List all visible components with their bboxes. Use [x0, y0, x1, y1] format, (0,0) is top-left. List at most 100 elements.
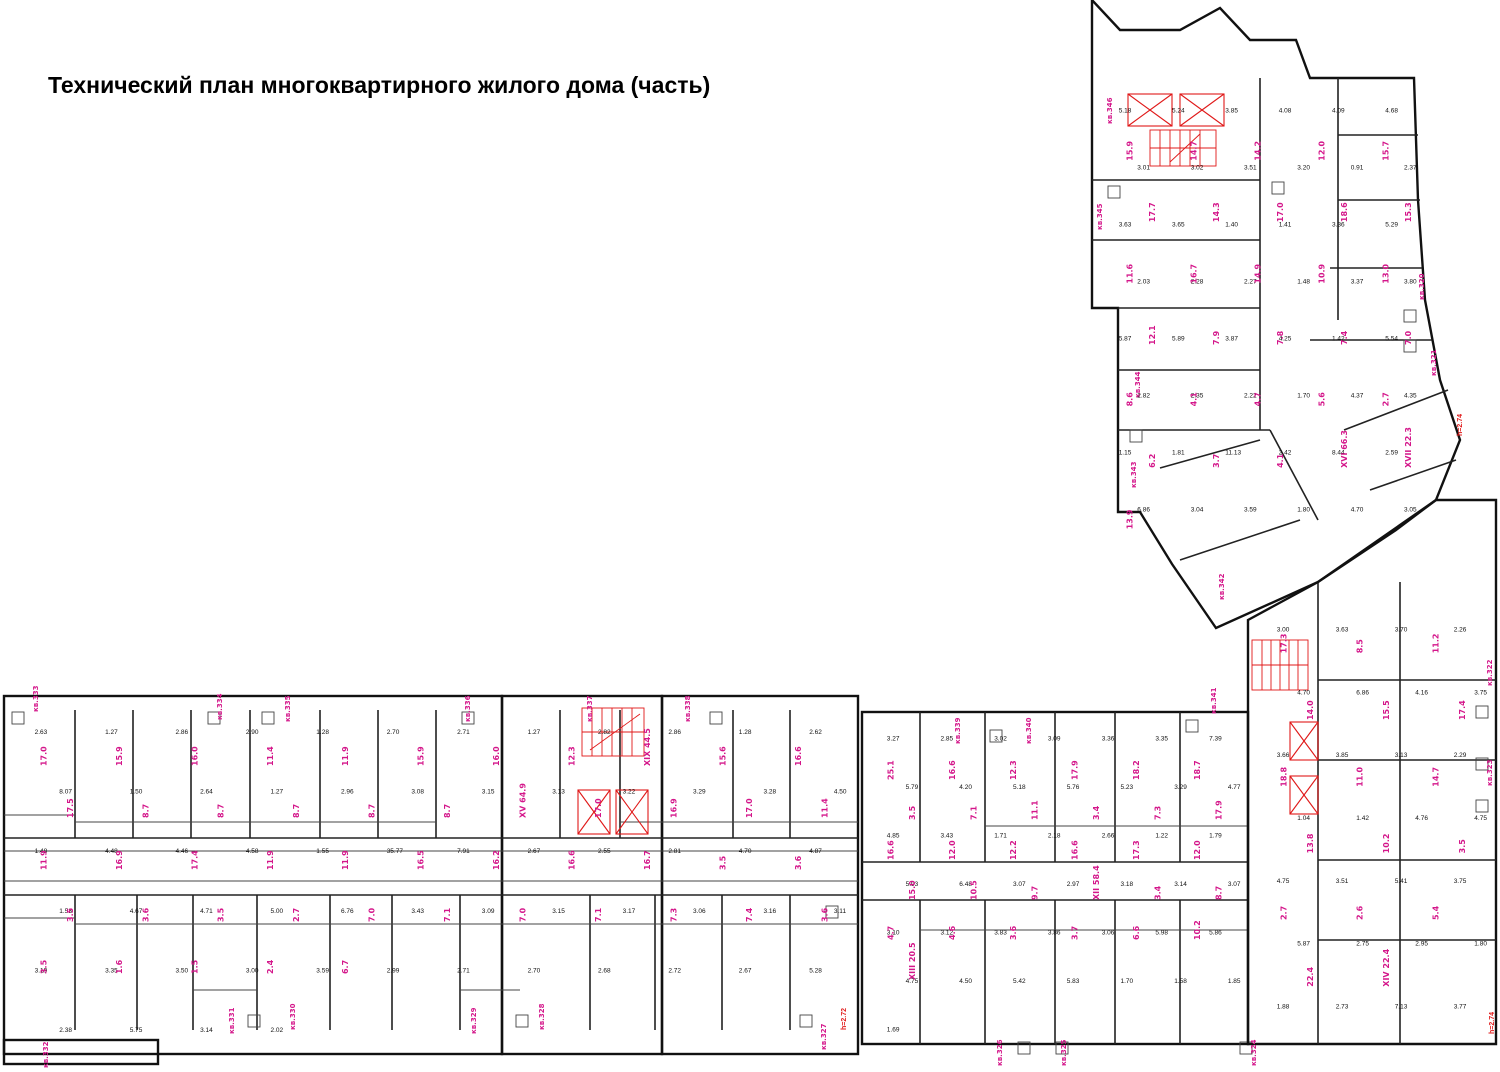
dimension-label: 1.27: [528, 729, 541, 736]
room-area-label: 13.9: [1125, 509, 1134, 529]
room-area-label: 7.3: [1153, 806, 1162, 820]
room-area-label: XII 58.4: [1092, 865, 1101, 900]
room-area-label: 12.0: [948, 840, 957, 860]
room-area-label: 8.5: [1356, 639, 1365, 654]
dimension-label: 3.00: [1277, 626, 1290, 633]
dimension-label: 5.89: [1172, 336, 1185, 343]
left-lift: [577, 789, 649, 835]
dimension-label: 4.70: [739, 848, 752, 855]
dimension-label: 5.76: [1067, 784, 1080, 791]
dimension-label: 2.75: [1356, 941, 1369, 948]
apartment-label: кв.337: [586, 695, 594, 722]
room-area-label: 8.6: [1125, 392, 1134, 407]
dimension-label: 3.59: [1244, 507, 1257, 514]
room-area-label: 16.0: [190, 746, 199, 766]
dimension-label: 2.28: [1191, 279, 1204, 286]
dimension-label: 1.04: [1297, 815, 1310, 822]
dimension-label: 3.28: [764, 789, 777, 796]
room-area-label: 16.6: [948, 760, 957, 780]
apartment-label: кв.336: [464, 695, 472, 722]
dimension-label: 3.20: [1297, 165, 1310, 172]
dimension-label: 7.13: [1395, 1004, 1408, 1011]
room-area-label: 2.6: [1356, 905, 1365, 920]
dimension-label: 1.79: [1209, 832, 1222, 839]
room-area-label: 18.8: [1280, 767, 1289, 787]
room-area-label: 3.4: [1092, 805, 1101, 820]
apartment-label: кв.342: [1218, 573, 1226, 600]
apartment-label: кв.335: [284, 695, 292, 722]
room-area-label: XIX 44.5: [643, 728, 652, 766]
room-area-label: 3.5: [908, 805, 917, 820]
room-area-label: 5.6: [1317, 392, 1326, 407]
dimension-label: 3.59: [316, 968, 329, 975]
room-area-label: 11.9: [341, 746, 350, 766]
dimension-label: 3.15: [482, 789, 495, 796]
dimension-label: 3.06: [693, 908, 706, 915]
dimension-label: 7.39: [1209, 735, 1222, 742]
room-area-label: 3.6: [820, 907, 829, 922]
room-area-label: 17.0: [1276, 202, 1285, 222]
room-area-label: 8.7: [443, 804, 452, 818]
room-area-label: 17.9: [1071, 760, 1080, 780]
dimension-label: 5.54: [1385, 336, 1398, 343]
room-area-label: 17.5: [66, 798, 75, 818]
dimension-label: 3.15: [552, 908, 565, 915]
dimension-label: 2.59: [1385, 450, 1398, 457]
room-area-label: 14.3: [1212, 202, 1221, 222]
dimension-label: 4.20: [959, 784, 972, 791]
room-area-label: 7.1: [443, 907, 452, 922]
dimension-label: 5.18: [1013, 784, 1026, 791]
room-area-label: 25.1: [887, 760, 896, 780]
room-area-label: 2.4: [266, 959, 275, 974]
room-area-label: 14.7: [1189, 141, 1198, 161]
dimension-label: 6.76: [341, 908, 354, 915]
dimension-label: 3.19: [35, 968, 48, 975]
dimension-label: 0.91: [1351, 165, 1364, 172]
room-area-label: 6.2: [1148, 454, 1157, 468]
room-area-label: 7.0: [368, 907, 377, 922]
dimension-label: 3.11: [834, 908, 847, 915]
room-area-label: 17.7: [1148, 202, 1157, 222]
room-area-label: 10.2: [1193, 920, 1202, 940]
dimension-label: 2.86: [176, 729, 189, 736]
dimension-label: 3.06: [1102, 930, 1115, 937]
apartment-label: кв.322: [1486, 659, 1494, 686]
dimension-label: 1.48: [1297, 279, 1310, 286]
room-area-label: 7.9: [1212, 330, 1221, 345]
room-area-label: 16.6: [887, 840, 896, 860]
dimension-label: 5.98: [1155, 930, 1168, 937]
dimension-label: 3.86: [1048, 930, 1061, 937]
room-area-label: 3.5: [39, 959, 48, 974]
dimension-label: 3.13: [1395, 752, 1408, 759]
room-area-label: 17.0: [745, 798, 754, 818]
dimension-label: 5.83: [1067, 978, 1080, 985]
dimension-label: 3.35: [1155, 735, 1168, 742]
dimension-label: 3.29: [1174, 784, 1187, 791]
dimension-label: 1.41: [1279, 222, 1292, 229]
room-area-label: 11.6: [1125, 263, 1134, 283]
room-area-label: 7.1: [594, 907, 603, 922]
dimension-label: 3.87: [1225, 336, 1238, 343]
dimension-label: 35.77: [387, 848, 404, 855]
room-area-label: 12.3: [1009, 760, 1018, 780]
dimension-label: 1.85: [1228, 978, 1241, 985]
room-area-label: XV 64.9: [519, 783, 528, 818]
dimension-label: 4.50: [834, 789, 847, 796]
dimension-label: 1.42: [1356, 815, 1369, 822]
apartment-label: кв.341: [1210, 687, 1218, 714]
room-area-label: 6.6: [1132, 925, 1141, 940]
dimension-label: 1.15: [1119, 450, 1132, 457]
room-area-label: 11.9: [341, 850, 350, 870]
dimension-label: 4.58: [246, 848, 259, 855]
dimension-label: 3.35: [105, 968, 118, 975]
dimension-label: 2.82: [598, 729, 611, 736]
dimension-label: 3.17: [623, 908, 636, 915]
dimension-label: 1.69: [887, 1027, 900, 1034]
room-area-label: 13.0: [1381, 263, 1390, 283]
dimension-label: 1.28: [316, 729, 329, 736]
dimension-label: 2.96: [341, 789, 354, 796]
room-area-label: 14.0: [1306, 700, 1315, 720]
